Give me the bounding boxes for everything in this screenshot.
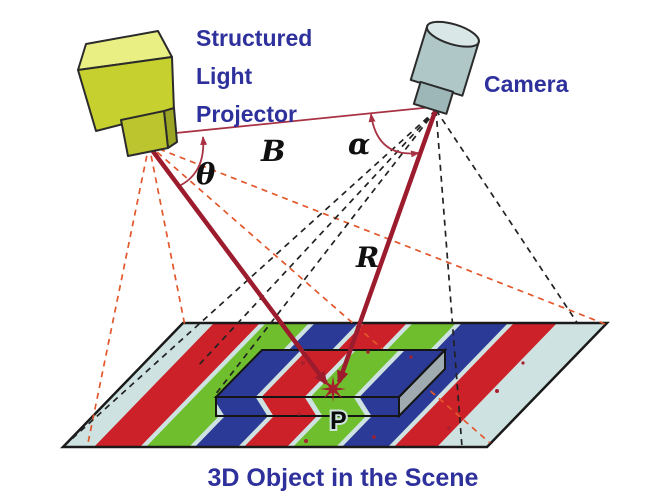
camera-dash-line: [214, 109, 437, 396]
speckle: [521, 361, 525, 365]
caption: 3D Object in the Scene: [208, 464, 479, 492]
camera-dash-line: [435, 109, 579, 325]
camera-top-face: [425, 20, 480, 48]
stripe-red: [93, 323, 260, 447]
stripe-green: [310, 397, 366, 416]
speckle: [447, 426, 451, 430]
camera-icon: [409, 20, 481, 115]
alpha-angle-arc: [368, 113, 420, 158]
object-box: [213, 347, 448, 419]
theta-angle-arc: [176, 136, 208, 188]
projector-label-line2: Light: [196, 63, 253, 89]
alpha-label: α: [348, 127, 370, 161]
projector-dash-line: [87, 144, 150, 444]
stripe-blue: [359, 397, 399, 416]
camera-label: Camera: [484, 71, 569, 97]
stripe-blue: [359, 350, 445, 397]
object-front-outline: [215, 396, 400, 417]
projector-ray: [147, 144, 328, 386]
speckle: [301, 361, 305, 365]
stripe-blue: [216, 350, 301, 397]
speckle: [304, 439, 308, 443]
speckle: [297, 412, 301, 416]
camera-ray-r: [336, 108, 439, 385]
projector-dash-line: [148, 144, 186, 327]
speckle: [495, 389, 499, 393]
camera-dash-line: [435, 109, 463, 448]
projector-icon: [77, 30, 178, 157]
baseline-label: B: [260, 134, 286, 168]
projector-dash-line: [148, 144, 606, 325]
speckle: [409, 355, 413, 359]
theta-label: θ: [196, 157, 216, 191]
camera-lens: [412, 80, 455, 115]
projector-label-line3: Projector: [196, 101, 297, 127]
projector-dash-line: [148, 144, 491, 444]
stripe-red: [261, 397, 317, 416]
object-front-stripes: [216, 397, 399, 416]
plane-outline: [60, 321, 610, 449]
baseline-b-line: [155, 106, 434, 138]
speckle: [366, 350, 370, 354]
stripe-blue: [216, 397, 268, 416]
projector-frustum-dashes: [87, 144, 606, 444]
point-p-burst: [320, 376, 346, 402]
red-speckles: [297, 350, 525, 443]
stripe-red: [261, 350, 350, 397]
point-label: P: [330, 407, 347, 435]
projector-label-line1: Structured: [196, 25, 312, 51]
ray-label: R: [355, 241, 379, 274]
stripe-red: [393, 323, 557, 447]
speckle: [372, 435, 376, 439]
labels: Structured Light Projector Camera B α θ …: [196, 25, 569, 492]
projector-lens-face: [120, 110, 169, 157]
